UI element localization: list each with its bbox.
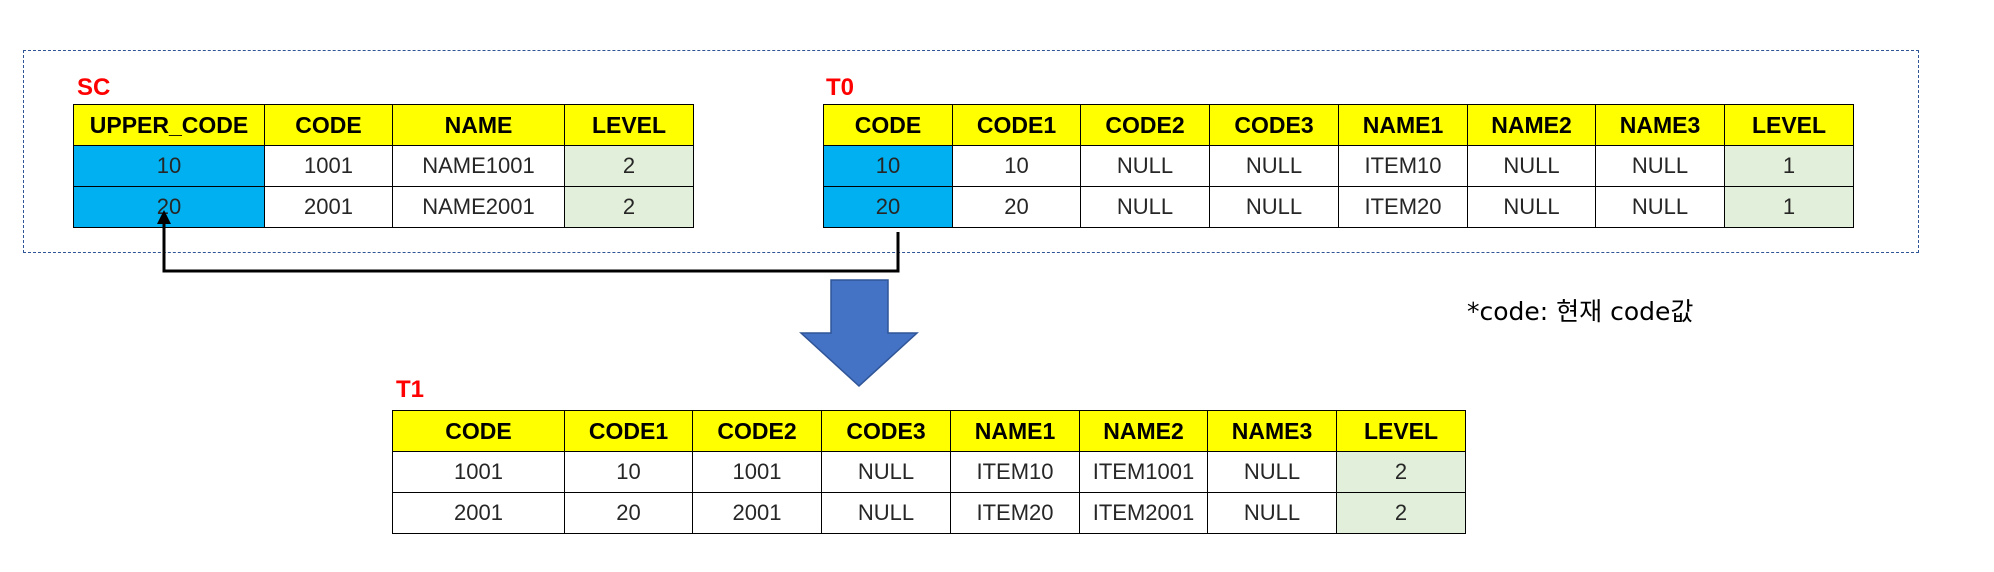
- t1-cell-code: 2001: [392, 492, 565, 534]
- t0-header-code1: CODE1: [952, 104, 1081, 146]
- t1-header-name2: NAME2: [1079, 410, 1208, 452]
- t1-cell-code2: 1001: [692, 451, 822, 493]
- t1-cell-name3: NULL: [1207, 492, 1337, 534]
- t0-table: CODE CODE1 CODE2 CODE3 NAME1 NAME2 NAME3…: [823, 104, 1854, 228]
- sc-header-code: CODE: [264, 104, 393, 146]
- t0-cell-code1: 20: [952, 186, 1081, 228]
- t1-cell-name1: ITEM10: [950, 451, 1080, 493]
- t0-cell-code: 20: [823, 186, 953, 228]
- t0-table-title: T0: [826, 74, 855, 101]
- sc-header-name: NAME: [392, 104, 565, 146]
- t0-cell-code2: NULL: [1080, 186, 1210, 228]
- t1-cell-code3: NULL: [821, 451, 951, 493]
- note-text: *code: 현재 code값: [1467, 297, 1694, 326]
- sc-cell-upper-code: 20: [73, 186, 265, 228]
- sc-cell-level: 2: [564, 186, 694, 228]
- table-row: 20 20 NULL NULL ITEM20 NULL NULL 1: [823, 186, 1854, 228]
- t0-header-name2: NAME2: [1467, 104, 1596, 146]
- sc-cell-name: NAME2001: [392, 186, 565, 228]
- down-arrow-icon: [799, 279, 919, 388]
- t0-cell-code: 10: [823, 145, 953, 187]
- table-row: 10 1001 NAME1001 2: [73, 145, 694, 187]
- t1-cell-name2: ITEM2001: [1079, 492, 1208, 534]
- t1-cell-code1: 10: [564, 451, 693, 493]
- sc-header-level: LEVEL: [564, 104, 694, 146]
- t1-cell-code3: NULL: [821, 492, 951, 534]
- t1-header-row: CODE CODE1 CODE2 CODE3 NAME1 NAME2 NAME3…: [392, 410, 1466, 452]
- t0-header-level: LEVEL: [1724, 104, 1854, 146]
- t0-header-code: CODE: [823, 104, 953, 146]
- t1-header-code2: CODE2: [692, 410, 822, 452]
- table-row: 2001 20 2001 NULL ITEM20 ITEM2001 NULL 2: [392, 492, 1466, 534]
- t1-header-name3: NAME3: [1207, 410, 1337, 452]
- sc-cell-code: 2001: [264, 186, 393, 228]
- sc-cell-code: 1001: [264, 145, 393, 187]
- t0-header-code3: CODE3: [1209, 104, 1339, 146]
- sc-cell-upper-code: 10: [73, 145, 265, 187]
- sc-header-row: UPPER_CODE CODE NAME LEVEL: [73, 104, 694, 146]
- t1-header-code3: CODE3: [821, 410, 951, 452]
- t0-cell-name3: NULL: [1595, 145, 1725, 187]
- t1-header-code1: CODE1: [564, 410, 693, 452]
- sc-table: UPPER_CODE CODE NAME LEVEL 10 1001 NAME1…: [73, 104, 694, 228]
- t0-cell-level: 1: [1724, 186, 1854, 228]
- t0-cell-name1: ITEM10: [1338, 145, 1468, 187]
- t1-header-name1: NAME1: [950, 410, 1080, 452]
- t1-cell-code2: 2001: [692, 492, 822, 534]
- t0-cell-level: 1: [1724, 145, 1854, 187]
- t0-header-name1: NAME1: [1338, 104, 1468, 146]
- table-row: 1001 10 1001 NULL ITEM10 ITEM1001 NULL 2: [392, 451, 1466, 493]
- t0-cell-code2: NULL: [1080, 145, 1210, 187]
- sc-cell-level: 2: [564, 145, 694, 187]
- t1-cell-name3: NULL: [1207, 451, 1337, 493]
- source-tables-group: [23, 50, 1919, 253]
- t0-header-name3: NAME3: [1595, 104, 1725, 146]
- t1-table: CODE CODE1 CODE2 CODE3 NAME1 NAME2 NAME3…: [392, 410, 1466, 534]
- t0-cell-name2: NULL: [1467, 145, 1596, 187]
- sc-header-upper-code: UPPER_CODE: [73, 104, 265, 146]
- t0-cell-name1: ITEM20: [1338, 186, 1468, 228]
- t1-cell-code1: 20: [564, 492, 693, 534]
- table-row: 10 10 NULL NULL ITEM10 NULL NULL 1: [823, 145, 1854, 187]
- t1-cell-name1: ITEM20: [950, 492, 1080, 534]
- sc-table-title: SC: [77, 74, 111, 101]
- t0-cell-name2: NULL: [1467, 186, 1596, 228]
- t0-cell-name3: NULL: [1595, 186, 1725, 228]
- t1-cell-level: 2: [1336, 451, 1466, 493]
- t1-header-level: LEVEL: [1336, 410, 1466, 452]
- table-row: 20 2001 NAME2001 2: [73, 186, 694, 228]
- t0-header-row: CODE CODE1 CODE2 CODE3 NAME1 NAME2 NAME3…: [823, 104, 1854, 146]
- sc-cell-name: NAME1001: [392, 145, 565, 187]
- t0-cell-code3: NULL: [1209, 186, 1339, 228]
- t0-header-code2: CODE2: [1080, 104, 1210, 146]
- t1-cell-level: 2: [1336, 492, 1466, 534]
- t0-cell-code1: 10: [952, 145, 1081, 187]
- t1-cell-name2: ITEM1001: [1079, 451, 1208, 493]
- t1-cell-code: 1001: [392, 451, 565, 493]
- t1-table-title: T1: [396, 376, 425, 403]
- t0-cell-code3: NULL: [1209, 145, 1339, 187]
- t1-header-code: CODE: [392, 410, 565, 452]
